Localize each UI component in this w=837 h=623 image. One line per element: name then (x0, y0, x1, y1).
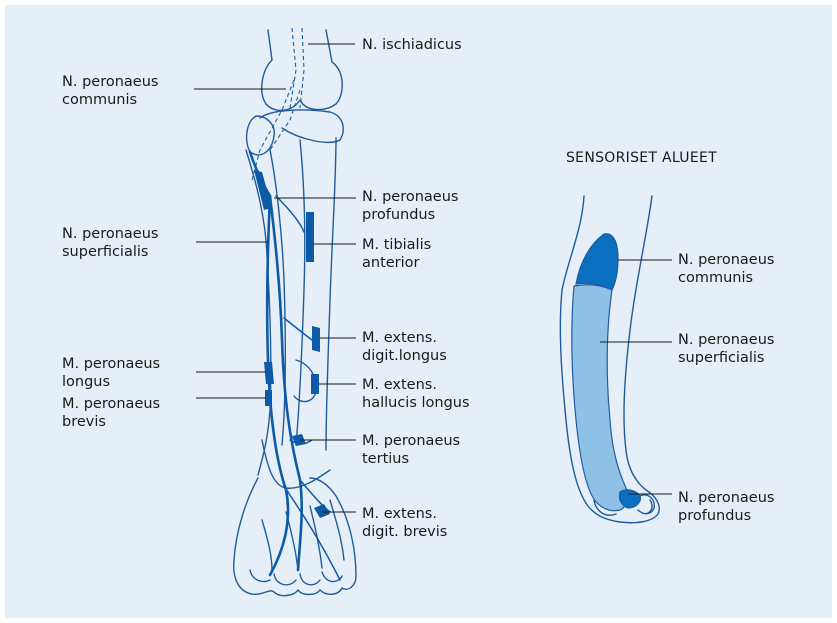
label-m-peronaeus-tertius-line2: tertius (362, 451, 409, 467)
foot-outline (234, 478, 356, 596)
label-m-peronaeus-tertius: M. peronaeus (362, 433, 460, 449)
label-sensory-superficialis-line2: superficialis (678, 350, 764, 366)
muscle-marker-extens-digit-longus (312, 326, 320, 352)
left-labels: N. ischiadicus N. peronaeus communis N. … (62, 37, 470, 540)
label-n-peronaeus-superficialis: N. peronaeus (62, 226, 158, 242)
label-m-tibialis-anterior: M. tibialis (362, 237, 431, 253)
region-superficialis (572, 285, 628, 511)
label-m-extens-digit-longus: M. extens. (362, 330, 437, 346)
label-m-extens-hallucis-longus-line2: hallucis longus (362, 395, 470, 411)
right-labels: N. peronaeus communis N. peronaeus super… (678, 252, 774, 524)
leg-anatomy-illustration (234, 28, 356, 596)
muscle-marker-peronaeus-longus (264, 362, 274, 384)
label-n-peronaeus-communis: N. peronaeus (62, 74, 158, 90)
label-m-extens-hallucis-longus: M. extens. (362, 377, 437, 393)
region-communis (576, 234, 618, 290)
label-m-tibialis-anterior-line2: anterior (362, 255, 420, 271)
label-n-ischiadicus: N. ischiadicus (362, 37, 462, 53)
sensory-leg-illustration (560, 196, 659, 523)
label-m-peronaeus-brevis: M. peronaeus (62, 396, 160, 412)
muscle-marker-peronaeus-brevis (265, 390, 272, 406)
label-n-peronaeus-superficialis-line2: superficialis (62, 244, 148, 260)
label-n-peronaeus-profundus-line2: profundus (362, 207, 435, 223)
label-sensory-profundus: N. peronaeus (678, 490, 774, 506)
label-sensory-profundus-line2: profundus (678, 508, 751, 524)
label-m-peronaeus-longus: M. peronaeus (62, 356, 160, 372)
label-m-extens-digit-brevis-line2: digit. brevis (362, 524, 447, 540)
label-n-peronaeus-profundus: N. peronaeus (362, 189, 458, 205)
label-m-extens-digit-brevis: M. extens. (362, 506, 437, 522)
muscle-marker-tibialis-anterior (306, 212, 314, 262)
label-sensory-communis: N. peronaeus (678, 252, 774, 268)
label-sensory-communis-line2: communis (678, 270, 753, 286)
muscle-marker-extens-digit-brevis (314, 504, 330, 518)
label-m-peronaeus-brevis-line2: brevis (62, 414, 106, 430)
sensory-areas-title: SENSORISET ALUEET (566, 150, 717, 166)
label-m-peronaeus-longus-line2: longus (62, 374, 110, 390)
label-n-peronaeus-communis-line2: communis (62, 92, 137, 108)
muscle-marker-extens-hallucis (311, 374, 319, 394)
label-sensory-superficialis: N. peronaeus (678, 332, 774, 348)
region-profundus (619, 490, 640, 508)
sciatic-nerve-dashed (290, 28, 296, 108)
label-m-extens-digit-longus-line2: digit.longus (362, 348, 447, 364)
femur-outline (262, 30, 343, 110)
